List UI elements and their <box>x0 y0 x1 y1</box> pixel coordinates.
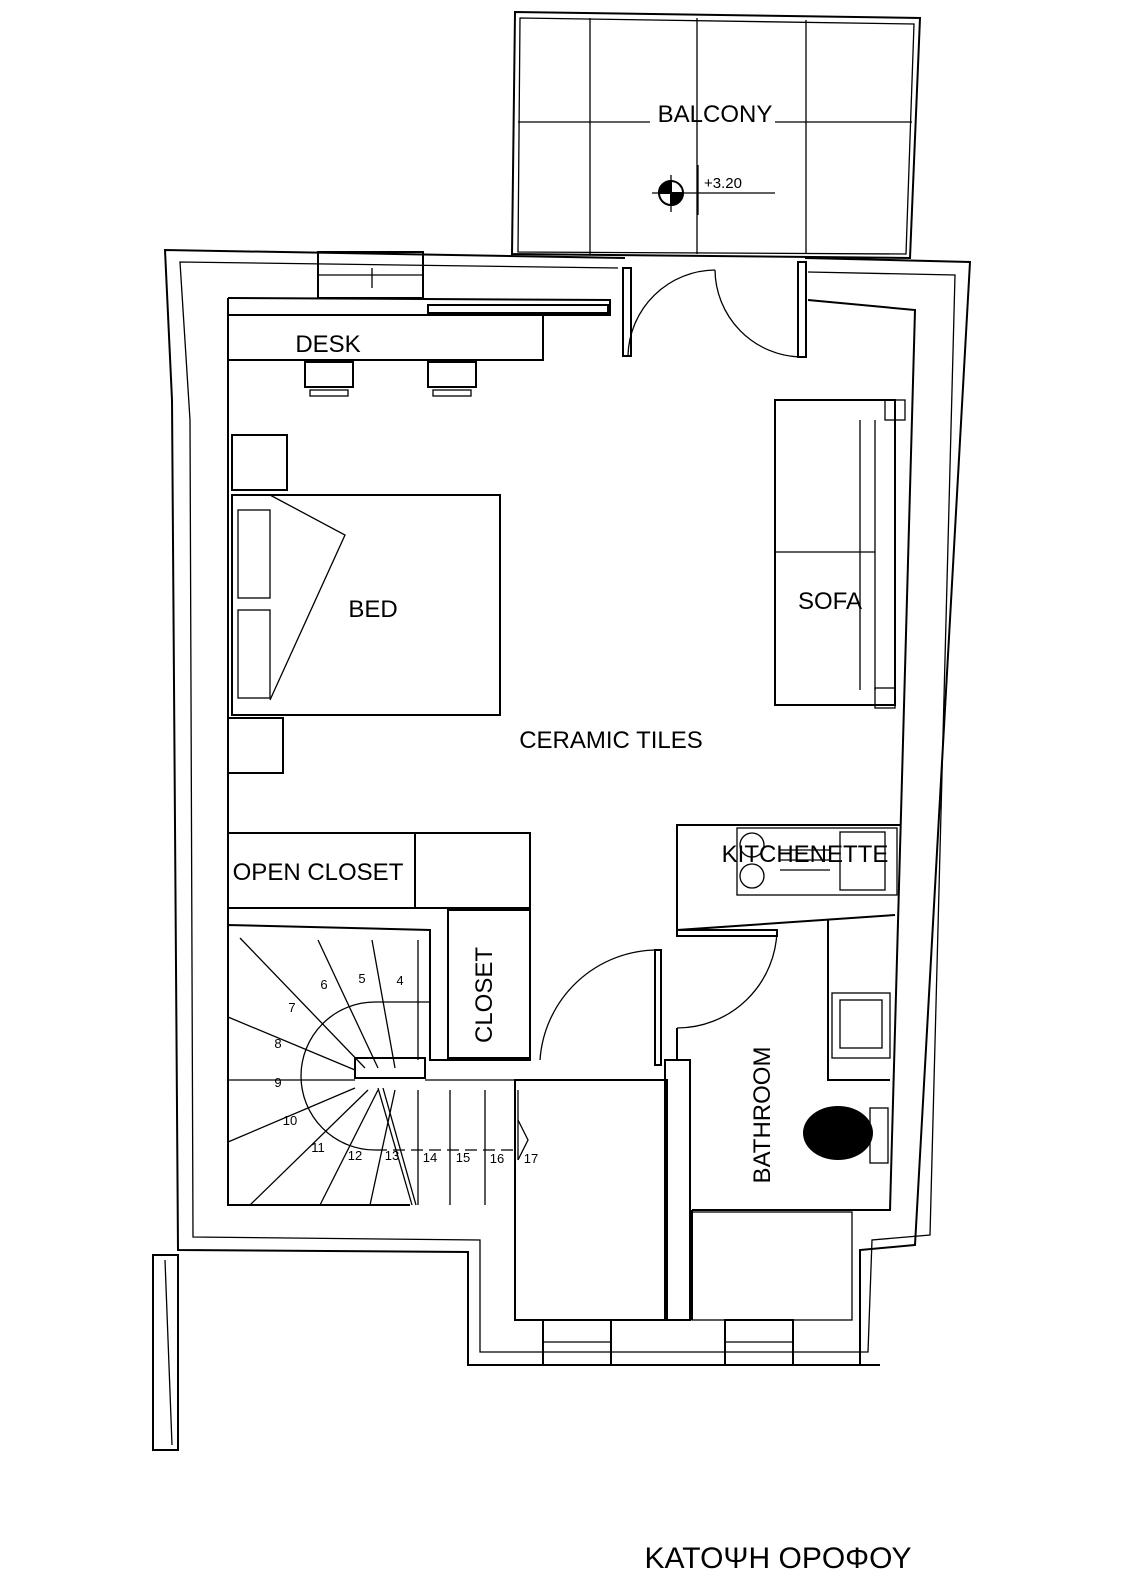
step-15: 15 <box>456 1150 470 1165</box>
desk-label: DESK <box>295 331 360 358</box>
drawing-title: ΚΑΤΟΨΗ ΟΡΟΦΟΥ <box>645 1542 912 1575</box>
step-8: 8 <box>274 1036 281 1051</box>
closet: CLOSET <box>429 908 531 1061</box>
entry-area <box>514 929 778 1321</box>
step-12: 12 <box>348 1148 362 1163</box>
bed-label: BED <box>348 596 397 623</box>
open-closet-label: OPEN CLOSET <box>233 859 404 886</box>
step-6: 6 <box>320 977 327 992</box>
step-11: 11 <box>311 1140 325 1155</box>
step-4: 4 <box>396 973 403 988</box>
open-closet: OPEN CLOSET <box>227 832 531 909</box>
step-16: 16 <box>490 1151 504 1166</box>
kitchenette-label: KITCHENETTE <box>722 841 889 868</box>
sofa: SOFA <box>774 399 906 709</box>
level-marker: +3.20 <box>652 165 775 215</box>
windows <box>317 251 794 1366</box>
desk: DESK <box>227 314 544 397</box>
staircase: 4 5 6 7 8 9 10 11 12 13 14 15 16 17 <box>227 923 540 1206</box>
floor-finish-label: CERAMIC TILES <box>519 727 703 754</box>
bed: BED <box>227 434 501 774</box>
bathroom: BATHROOM <box>691 920 891 1321</box>
balcony: BALCONY <box>510 10 922 260</box>
step-13: 13 <box>385 1148 399 1163</box>
balcony-label: BALCONY <box>658 101 773 128</box>
bathroom-label: BATHROOM <box>749 1047 776 1184</box>
step-17: 17 <box>524 1151 538 1166</box>
balcony-door[interactable] <box>622 261 807 358</box>
step-14: 14 <box>423 1150 437 1165</box>
sofa-label: SOFA <box>798 588 862 615</box>
step-5: 5 <box>358 971 365 986</box>
step-7: 7 <box>288 1000 295 1015</box>
closet-label: CLOSET <box>471 947 498 1043</box>
step-10: 10 <box>283 1113 297 1128</box>
kitchenette: KITCHENETTE <box>676 824 900 932</box>
step-9: 9 <box>274 1075 281 1090</box>
level-value: +3.20 <box>704 175 742 192</box>
